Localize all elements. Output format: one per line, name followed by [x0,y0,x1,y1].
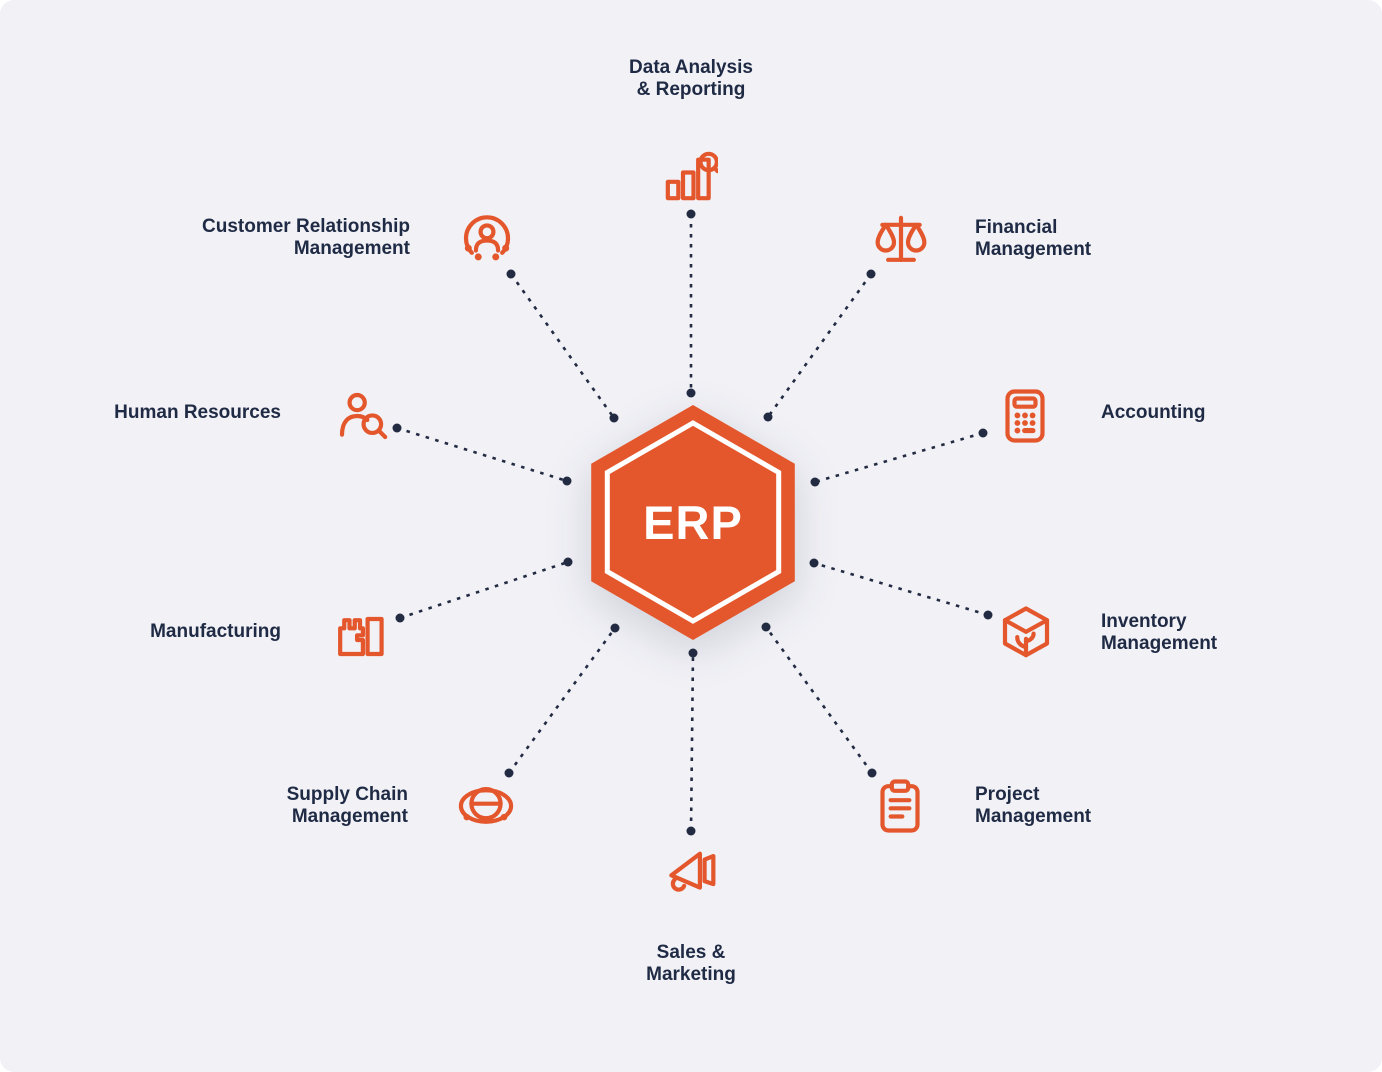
label-crm: Customer Relationship Management [202,216,410,259]
label-data-analysis: Data Analysis & Reporting [629,57,753,100]
erp-hexagon [587,401,799,643]
bar-chart-magnifier-icon [662,148,718,204]
label-accounting: Accounting [1101,402,1206,423]
erp-center-label: ERP [643,495,743,549]
connector-lower-right [761,622,877,778]
label-inventory: Inventory Management [1101,611,1218,654]
megaphone-icon [662,845,718,901]
calculator-icon [997,388,1053,444]
label-manufacturing: Manufacturing [150,621,281,642]
connector-top [686,209,696,398]
label-supply-chain: Supply Chain Management [286,784,408,827]
factory-icon [332,605,388,661]
connector-lower-left [504,623,620,778]
connector-bottom [686,648,698,836]
label-human-resources: Human Resources [114,402,281,423]
globe-orbit-icon [452,778,520,834]
connector-left-lower [395,557,573,623]
connector-upper-left [506,269,619,423]
connector-right-upper [810,428,988,487]
label-sales-marketing: Sales & Marketing [646,942,736,985]
connector-right-lower [809,558,993,620]
balance-scale-icon [873,212,929,268]
clipboard-icon [872,778,928,834]
hexagon-shape [591,405,795,640]
hexagon-inner-outline [604,420,782,624]
connector-upper-right [763,269,876,422]
people-circle-icon [459,212,515,268]
connector-left-upper [392,423,572,486]
label-project: Project Management [975,784,1092,827]
cube-plant-icon [998,605,1054,661]
person-search-icon [335,388,391,444]
label-financial: Financial Management [975,217,1092,260]
